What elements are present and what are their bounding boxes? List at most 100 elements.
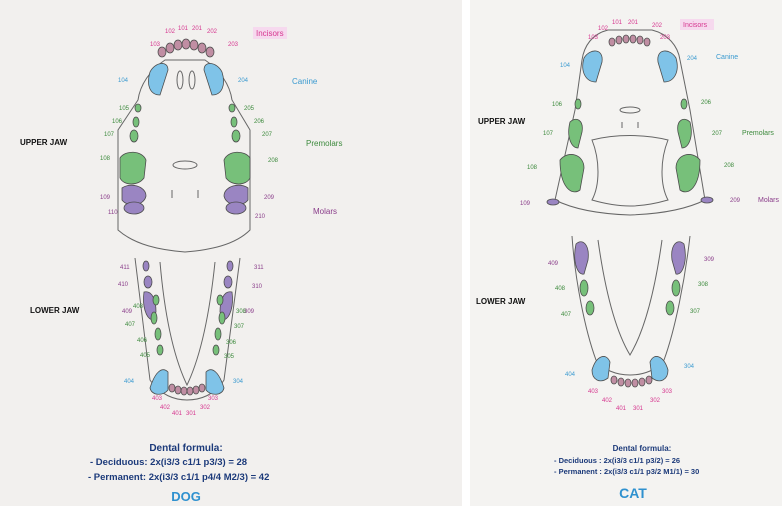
dog-num-301: 301 [186, 411, 197, 417]
cat-num-308: 308 [698, 282, 709, 288]
cat-lower-jaw-inner [598, 240, 662, 355]
dog-num-311: 311 [254, 265, 264, 271]
cat-num-209: 209 [730, 198, 741, 204]
dog-num-402: 402 [160, 405, 171, 411]
cat-chart: UPPER JAW LOWER JAW Incisors Canine Prem… [476, 19, 780, 501]
cat-premolars-label: Premolars [742, 130, 774, 137]
cat-molars-label: Molars [758, 197, 780, 204]
cat-num-107: 107 [543, 131, 554, 137]
cat-tooth-304 [650, 356, 668, 380]
dog-num-410: 410 [118, 282, 129, 288]
dog-tooth-404 [150, 370, 168, 395]
cat-palate-outline [592, 136, 668, 207]
cat-num-204: 204 [687, 56, 698, 62]
dog-num-308: 308 [236, 309, 247, 315]
dog-num-303: 303 [208, 396, 219, 402]
cat-num-303: 303 [662, 389, 673, 395]
cat-lower-incisors [611, 376, 652, 387]
cat-lower-teeth [575, 242, 686, 315]
dog-canine-label: Canine [292, 77, 318, 86]
dog-formula-deciduous: - Deciduous: 2x(i3/3 c1/1 p3/3) = 28 [90, 457, 247, 468]
cat-num-201: 201 [628, 20, 639, 26]
cat-num-101: 101 [612, 20, 623, 26]
cat-num-207: 207 [712, 131, 723, 137]
dog-title: DOG [171, 489, 201, 504]
cat-tooth-numbers: 102 101 201 202 103 203 104 204 106 107 … [520, 20, 741, 412]
cat-num-307: 307 [690, 309, 701, 315]
cat-num-302: 302 [650, 398, 661, 404]
cat-num-109: 109 [520, 201, 531, 207]
dog-num-304: 304 [233, 379, 244, 385]
dog-tooth-304 [206, 370, 224, 395]
cat-formula-deciduous: - Deciduous : 2x(i3/3 c1/1 p3/2) = 26 [554, 456, 680, 465]
dog-num-205: 205 [244, 106, 255, 112]
dog-num-401: 401 [172, 411, 183, 417]
dog-num-305: 305 [224, 354, 235, 360]
dog-upper-molars [122, 185, 248, 214]
dog-num-201: 201 [192, 26, 203, 32]
cat-num-106: 106 [552, 102, 563, 108]
cat-incisors-label: Incisors [683, 22, 708, 29]
dog-num-105: 105 [119, 106, 130, 112]
dog-num-210: 210 [255, 214, 266, 220]
cat-num-301: 301 [633, 406, 644, 412]
dog-num-407: 407 [125, 322, 136, 328]
cat-tooth-109 [547, 199, 559, 205]
dog-num-104: 104 [118, 78, 129, 84]
dog-num-310: 310 [252, 284, 263, 290]
cat-title: CAT [619, 485, 647, 501]
cat-num-203: 203 [660, 35, 671, 41]
cat-num-401: 401 [616, 406, 627, 412]
cat-upper-jaw-label: UPPER JAW [478, 117, 526, 126]
dog-num-203: 203 [228, 42, 239, 48]
dog-num-109: 109 [100, 195, 111, 201]
dog-num-403: 403 [152, 396, 163, 402]
dog-num-107: 107 [104, 132, 115, 138]
dog-incisors-label: Incisors [256, 29, 284, 38]
dog-upper-right-premolars [224, 104, 250, 184]
cat-num-404: 404 [565, 372, 576, 378]
cat-num-208: 208 [724, 163, 735, 169]
cat-num-102: 102 [598, 26, 609, 32]
cat-num-108: 108 [527, 165, 538, 171]
dog-lower-jaw-inner [160, 262, 215, 385]
dog-chart: UPPER JAW LOWER JAW Incisors Canine Prem… [20, 26, 342, 504]
dog-num-411: 411 [120, 265, 130, 271]
cat-num-304: 304 [684, 364, 695, 370]
dog-num-102: 102 [165, 29, 176, 35]
dog-num-110: 110 [108, 210, 118, 216]
cat-lower-jaw-label: LOWER JAW [476, 297, 526, 306]
dog-lower-jaw-label: LOWER JAW [30, 306, 80, 315]
dog-premolars-label: Premolars [306, 139, 342, 148]
dog-num-302: 302 [200, 405, 211, 411]
dog-upper-jaw-label: UPPER JAW [20, 138, 68, 147]
dog-num-209: 209 [264, 195, 275, 201]
dog-num-202: 202 [207, 29, 218, 35]
dog-num-207: 207 [262, 132, 273, 138]
cat-tooth-404 [592, 356, 610, 380]
cat-num-309: 309 [704, 257, 715, 263]
dog-formula-title: Dental formula: [149, 443, 222, 454]
cat-tooth-209 [701, 197, 713, 203]
dog-num-409: 409 [122, 309, 133, 315]
cat-upper-incisors [609, 35, 650, 46]
cat-num-407: 407 [561, 312, 572, 318]
cat-num-409: 409 [548, 261, 559, 267]
dog-num-204: 204 [238, 78, 249, 84]
cat-tooth-204 [658, 51, 677, 82]
cat-num-202: 202 [652, 23, 663, 29]
dog-num-108: 108 [100, 156, 111, 162]
dog-tooth-204 [204, 63, 224, 95]
cat-num-408: 408 [555, 286, 566, 292]
dog-palate-slits [172, 190, 198, 198]
dog-num-406: 406 [137, 338, 148, 344]
dog-num-106: 106 [112, 119, 123, 125]
dog-upper-incisors [158, 39, 214, 57]
dog-tooth-104 [148, 63, 168, 95]
cat-formula-title: Dental formula: [613, 444, 672, 453]
dog-num-208: 208 [268, 158, 279, 164]
dog-num-408: 408 [133, 304, 144, 310]
cat-canine-label: Canine [716, 54, 738, 61]
cat-tooth-104 [583, 51, 602, 82]
